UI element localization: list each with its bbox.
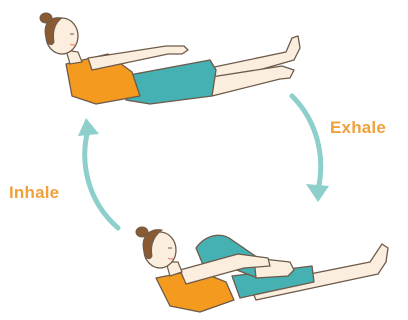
tucked-pose-figure: [136, 227, 388, 312]
inhale-label: Inhale: [9, 183, 59, 203]
inhale-arrow-icon: [78, 118, 118, 228]
exhale-arrow-icon: [292, 96, 329, 202]
extended-pose-figure: [40, 13, 300, 104]
exhale-label: Exhale: [330, 118, 386, 138]
